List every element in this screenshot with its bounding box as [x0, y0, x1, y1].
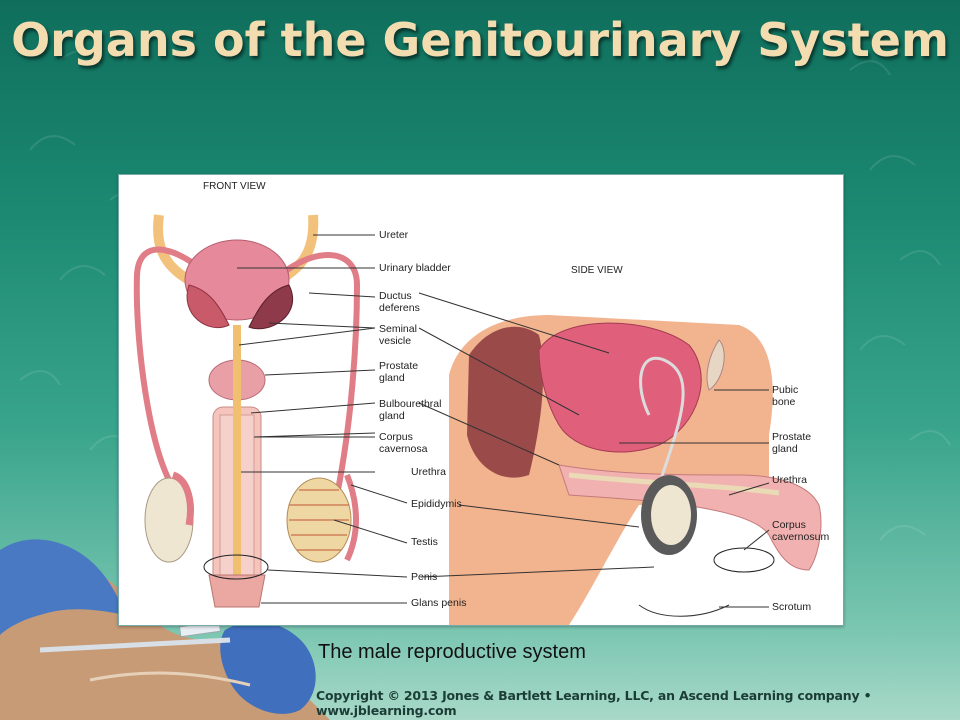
- front-view-heading: FRONT VIEW: [203, 181, 266, 192]
- side-view-drawing: [449, 315, 822, 625]
- side-view-heading: SIDE VIEW: [571, 265, 623, 276]
- anatomy-illustration: [133, 214, 822, 625]
- label-glans-penis: Glans penis: [411, 597, 467, 609]
- label-ureter: Ureter: [379, 229, 409, 241]
- label-epididymis: Epididymis: [411, 498, 462, 510]
- label-ductus-deferens: Ductus deferens: [379, 290, 420, 314]
- label-bulbourethral-gland: Bulbourethral gland: [379, 398, 442, 422]
- label-scrotum: Scrotum: [772, 601, 812, 613]
- label-seminal-vesicle: Seminal vesicle: [379, 323, 417, 347]
- label-penis: Penis: [411, 571, 438, 583]
- label-urethra-front: Urethra: [411, 466, 447, 478]
- anatomy-figure: FRONT VIEW SIDE VIEW Ureter Urinary blad…: [118, 174, 844, 626]
- copyright-notice: Copyright © 2013 Jones & Bartlett Learni…: [316, 688, 872, 718]
- label-corpus-cavernosa: Corpus cavernosa: [379, 431, 428, 455]
- figure-caption: The male reproductive system: [318, 641, 586, 663]
- label-urethra-side: Urethra: [772, 474, 808, 486]
- label-testis: Testis: [411, 536, 438, 548]
- label-corpus-cavernosum: Corpus cavernosum: [772, 519, 830, 543]
- label-pubic-bone: Pubic bone: [772, 384, 799, 408]
- slide-title: Organs of the Genitourinary System: [11, 13, 949, 67]
- label-prostate-gland: Prostate gland: [379, 360, 419, 384]
- front-view-drawing: [133, 214, 361, 608]
- label-prostate-gland-side: Prostate gland: [772, 431, 812, 455]
- label-urinary-bladder: Urinary bladder: [379, 262, 451, 274]
